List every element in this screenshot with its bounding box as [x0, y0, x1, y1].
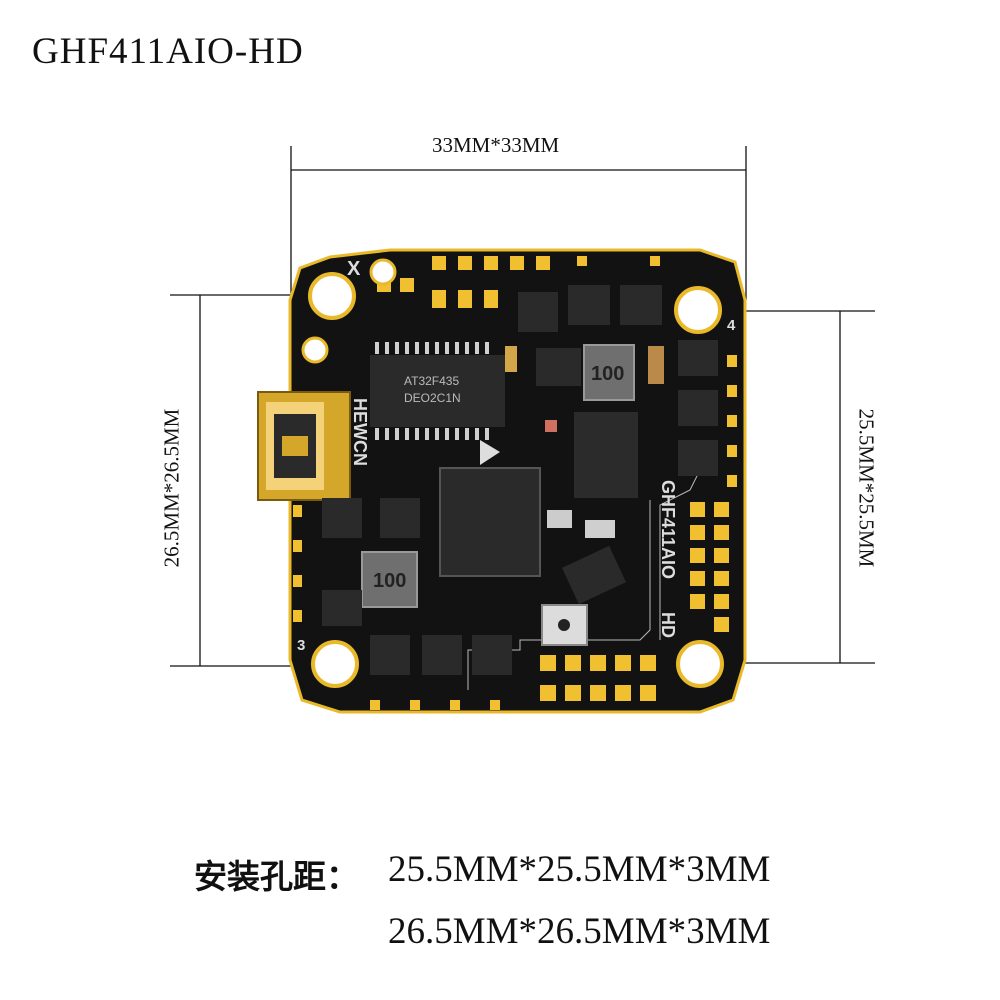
silkscreen-text: HEWCN GHF411AIO HD X 3 4 AT32F435 DEO2C1…: [297, 258, 736, 654]
pcb-board: HEWCN GHF411AIO HD X 3 4 AT32F435 DEO2C1…: [257, 248, 747, 714]
bottom-pads: [370, 655, 656, 710]
mounting-line-1: 25.5MM*25.5MM*3MM: [388, 849, 771, 890]
hole-bottom-left: [311, 640, 359, 688]
right-spacing-label: 25.5MM*25.5MM: [854, 408, 879, 568]
mounting-label: 安装孔距：: [194, 860, 359, 896]
inductor-1-label: 100: [591, 363, 624, 385]
silkscreen-line: [467, 500, 651, 690]
product-title: GHF411AIO-HD: [32, 31, 304, 72]
mcu-chip: [439, 467, 541, 577]
board-size-label: 33MM*33MM: [432, 133, 560, 157]
right-pads: [690, 355, 737, 632]
gyro-chip: [574, 412, 638, 498]
inductor-left: [361, 551, 418, 608]
hole-small: [369, 258, 397, 286]
left-spacing-label: 26.5MM*26.5MM: [159, 408, 184, 568]
osd-chip-label-2: DEO2C1N: [404, 391, 461, 405]
model-label: GHF411AIO: [658, 480, 678, 579]
osd-chip-label-1: AT32F435: [404, 374, 459, 388]
corner-x-label: X: [347, 258, 361, 280]
mounting-holes: [301, 258, 724, 688]
mounting-line-2: 26.5MM*26.5MM*3MM: [388, 911, 771, 952]
components: [322, 285, 718, 675]
hd-label: HD: [658, 612, 678, 638]
pad-3-label: 3: [297, 637, 305, 654]
osd-chip: [370, 355, 505, 427]
usb-connector: [257, 391, 351, 501]
hole-small: [301, 336, 329, 364]
hole-top-left: [308, 272, 356, 320]
hole-top-right: [674, 286, 722, 334]
pad-4-label: 4: [727, 317, 736, 334]
inductor-top: [583, 344, 635, 401]
hole-bottom-right: [676, 640, 724, 688]
brand-label: HEWCN: [350, 398, 370, 466]
inductor-2-label: 100: [373, 570, 406, 592]
